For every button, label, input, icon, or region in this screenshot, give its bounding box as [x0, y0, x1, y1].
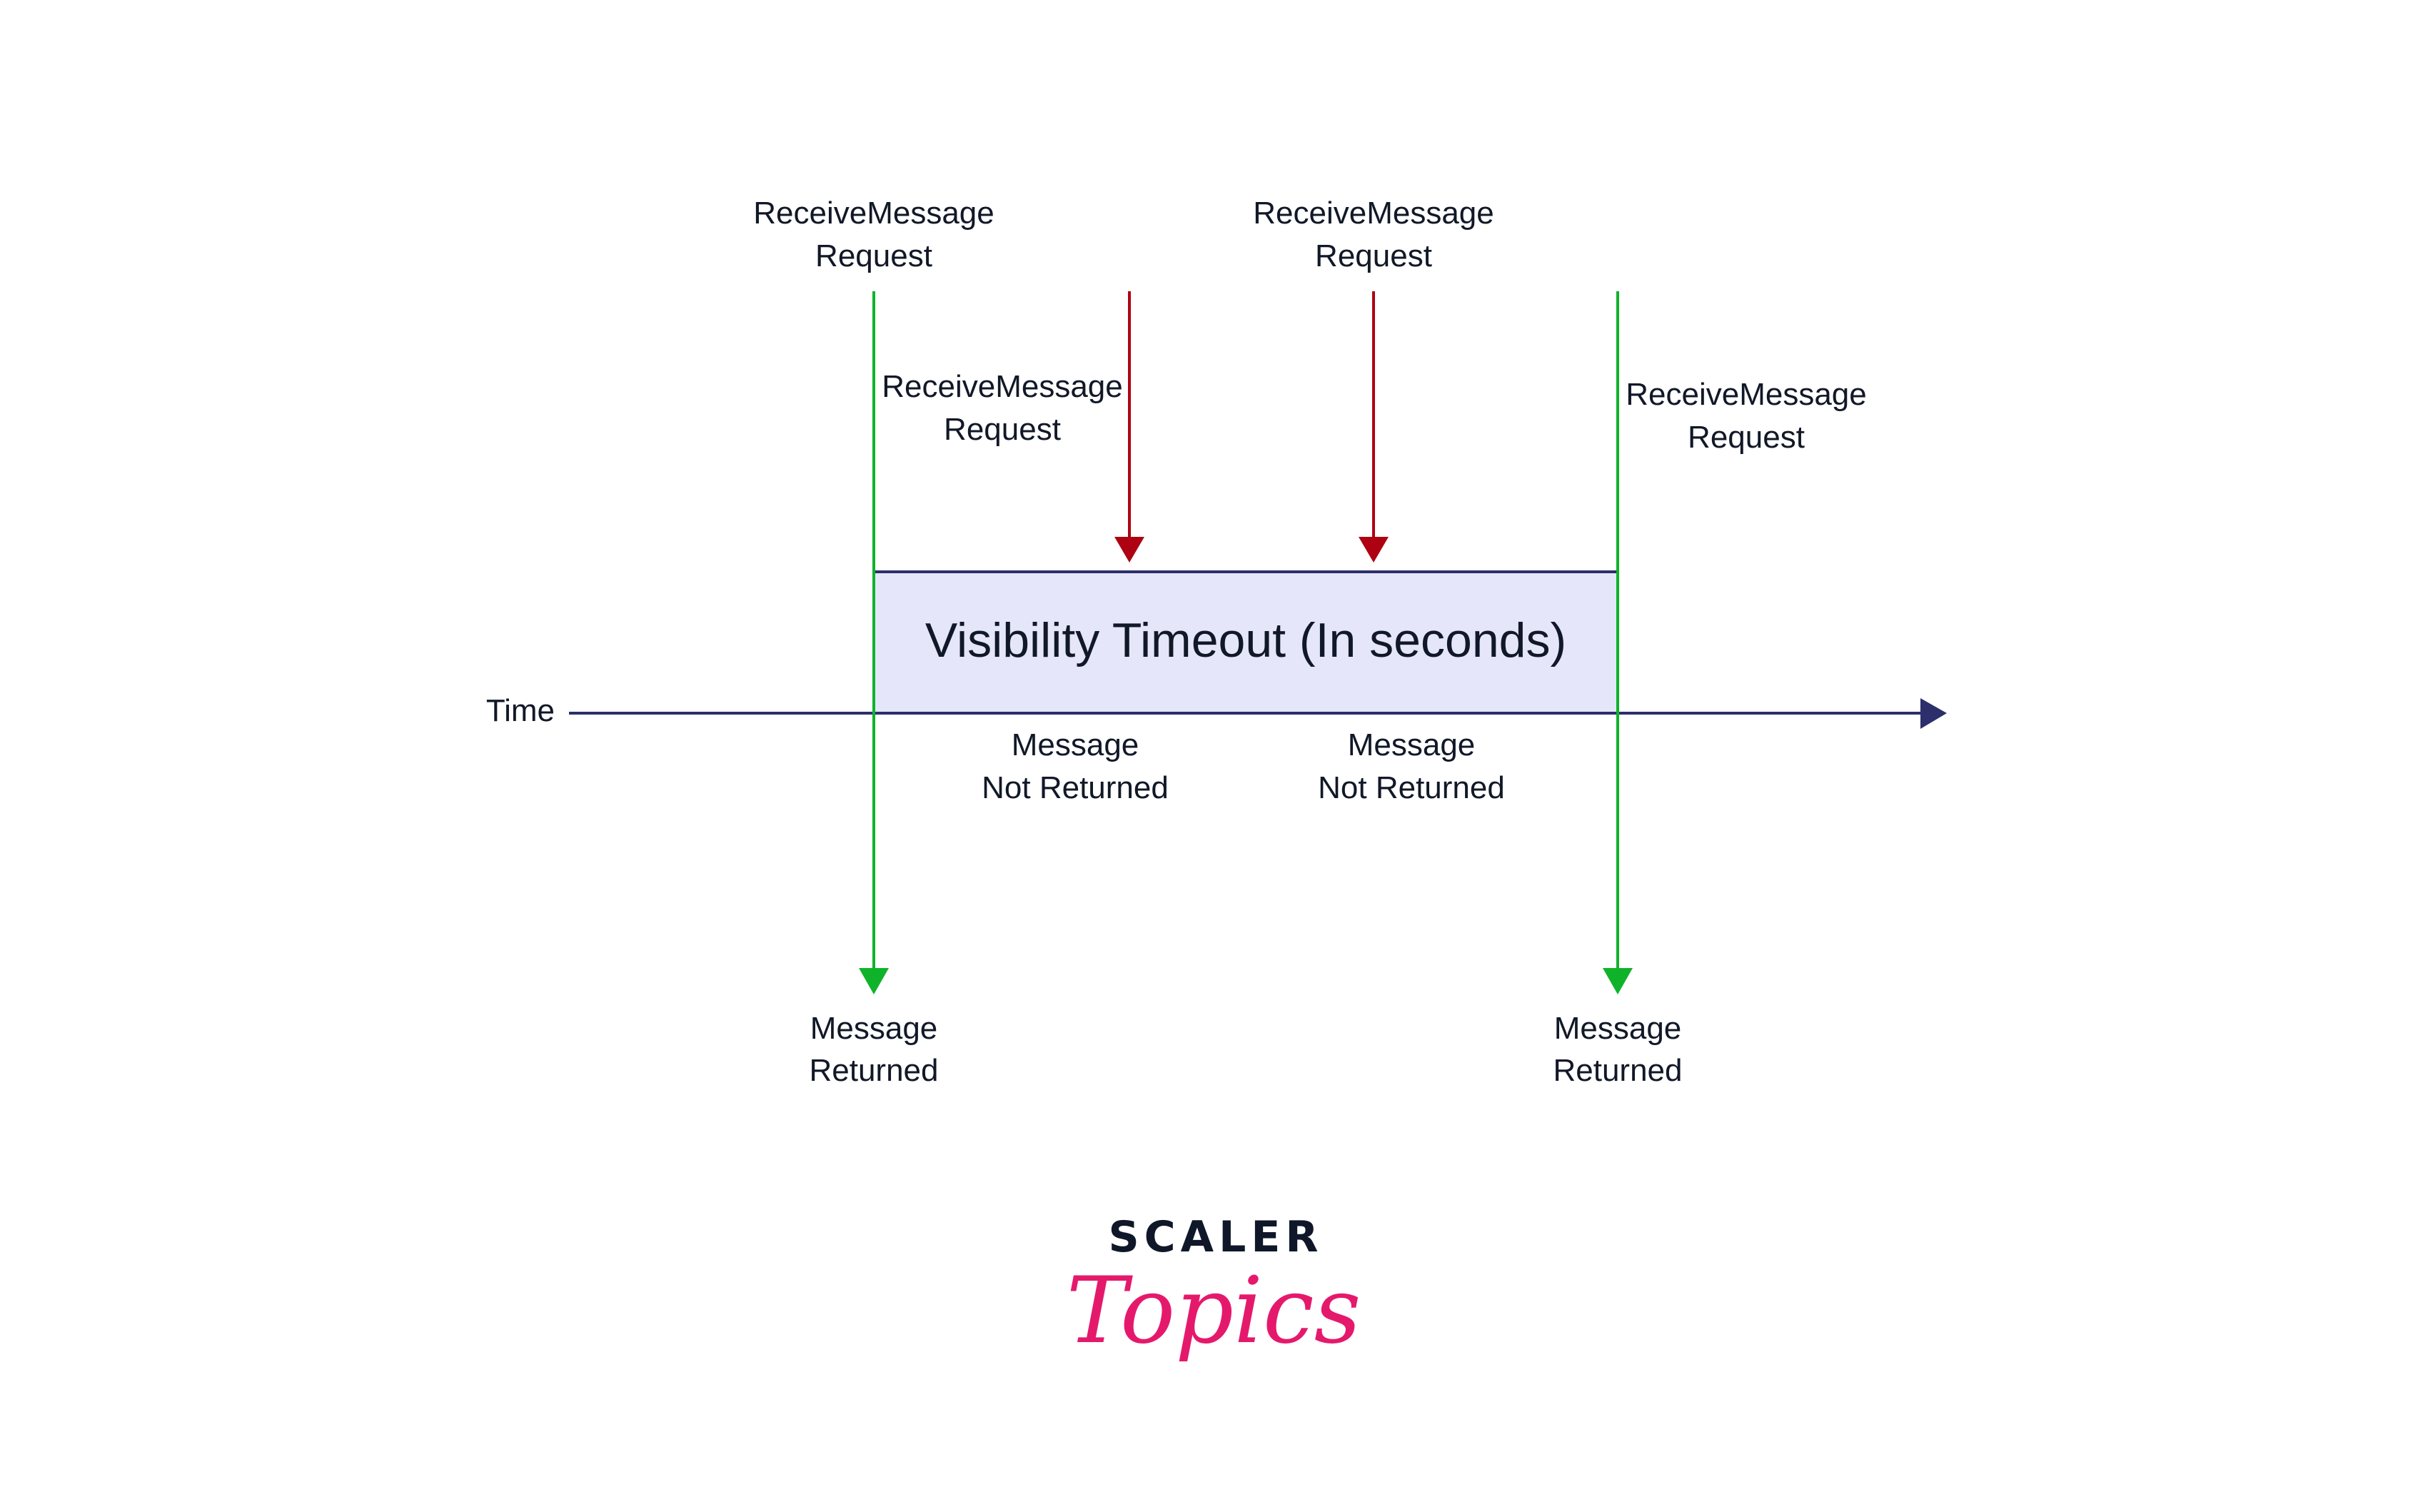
request-label-2-line1: ReceiveMessage [882, 369, 1123, 404]
visibility-timeout-label: Visibility Timeout (In seconds) [925, 613, 1566, 667]
request-label-1-line2: Request [815, 238, 932, 273]
returned-arrow-2-head-icon [1603, 968, 1633, 994]
request-label-4-line2: Request [1688, 420, 1805, 455]
not-returned-label-2: Message Not Returned [1318, 727, 1505, 805]
request-label-3-line2: Request [1315, 238, 1432, 273]
request-label-4-line1: ReceiveMessage [1626, 377, 1867, 412]
not-returned-label-1-line1: Message [1012, 727, 1139, 762]
request-label-1: ReceiveMessage Request [753, 196, 994, 273]
request-label-3: ReceiveMessage Request [1253, 196, 1494, 273]
returned-arrow-1-head-icon [859, 968, 889, 994]
request-label-1-line1: ReceiveMessage [753, 196, 994, 231]
returned-label-1-line1: Message [810, 1011, 938, 1046]
returned-label-2: Message Returned [1553, 1011, 1682, 1088]
not-returned-label-1: Message Not Returned [982, 727, 1169, 805]
returned-label-1-line2: Returned [809, 1053, 938, 1088]
time-axis-label: Time [486, 693, 555, 728]
logo-scaler-text: SCALER [1108, 1212, 1323, 1262]
request-label-2-line2: Request [944, 412, 1061, 447]
not-returned-label-1-line2: Not Returned [982, 770, 1169, 805]
returned-label-2-line2: Returned [1553, 1053, 1682, 1088]
request-label-2: ReceiveMessage Request [882, 369, 1123, 447]
time-axis-arrowhead-icon [1920, 698, 1947, 729]
returned-label-2-line1: Message [1554, 1011, 1682, 1046]
not-returned-label-2-line2: Not Returned [1318, 770, 1505, 805]
request-label-3-line1: ReceiveMessage [1253, 196, 1494, 231]
scaler-topics-logo: SCALER Topics [1067, 1212, 1361, 1364]
returned-label-1: Message Returned [809, 1011, 938, 1088]
logo-topics-text: Topics [1067, 1258, 1361, 1364]
not-returned-label-2-line1: Message [1348, 727, 1476, 762]
not-returned-arrow-1-head-icon [1114, 537, 1144, 563]
visibility-timeout-box [872, 570, 1619, 715]
request-label-4: ReceiveMessage Request [1626, 377, 1867, 455]
not-returned-arrow-2-head-icon [1359, 537, 1389, 563]
